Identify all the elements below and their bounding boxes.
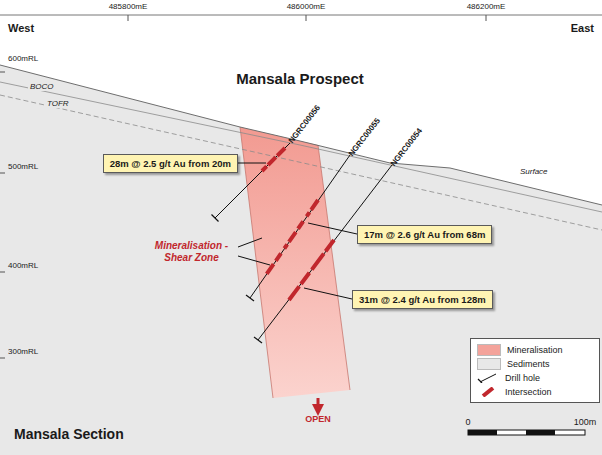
scale-label: 100m <box>574 417 597 427</box>
scale-segment <box>526 430 555 435</box>
hole-end-tick <box>246 295 254 301</box>
intercept-callout: 17m @ 2.6 g/t Au from 68m <box>357 225 492 244</box>
scale-label: 0 <box>465 417 470 427</box>
legend-symbol <box>477 387 499 397</box>
intersection <box>262 148 285 171</box>
legend-swatch <box>477 358 501 370</box>
callout-leader <box>304 288 352 299</box>
easting-tick <box>128 15 486 21</box>
grid-border <box>0 15 602 16</box>
legend-symbol <box>477 373 499 383</box>
compass-label: East <box>571 22 594 35</box>
label-leader <box>238 238 262 247</box>
scale-segment <box>468 430 497 435</box>
legend-row: Mineralisation <box>477 343 595 357</box>
easting-label: 486200mE <box>467 2 506 11</box>
horizon-label: TOFR <box>45 99 71 108</box>
legend-row: Sediments <box>477 357 595 371</box>
hole-end-tick <box>254 337 262 343</box>
legend-text: Intersection <box>505 387 552 397</box>
section-caption: Mansala Section <box>14 426 124 442</box>
shear-zone <box>240 127 350 398</box>
compass-label: West <box>8 22 34 35</box>
rl-tick <box>0 72 5 358</box>
horizon-label: BOCO <box>28 82 56 91</box>
legend-row: Drill hole <box>477 371 595 385</box>
diagram-title: Mansala Prospect <box>236 70 364 87</box>
drill-hole-symbol <box>480 374 496 382</box>
tofr-line <box>0 95 602 230</box>
rl-label: 500mRL <box>8 162 38 171</box>
hole-end-tick <box>478 379 482 383</box>
easting-label: 485800mE <box>109 2 148 11</box>
shear-zone-edge <box>240 127 350 398</box>
rl-label: 400mRL <box>8 261 38 270</box>
surface-label: Surface <box>520 167 548 176</box>
intersection <box>266 200 318 275</box>
intercept-callout: 31m @ 2.4 g/t Au from 128m <box>352 290 493 309</box>
hole-end-tick <box>212 215 219 222</box>
zone-label: Mineralisation - Shear Zone <box>149 240 234 263</box>
legend-text: Sediments <box>507 359 550 369</box>
callout-leader <box>238 163 266 164</box>
callout-leader <box>308 223 357 234</box>
boco-line <box>0 82 602 212</box>
label-leader <box>238 256 270 265</box>
legend-text: Drill hole <box>505 373 540 383</box>
callout-text: 17m @ 2.6 g/t Au from 68m <box>364 229 485 240</box>
intercept-callout: 28m @ 2.5 g/t Au from 20m <box>103 154 238 173</box>
scale-bar <box>468 430 585 435</box>
drill-hole <box>250 155 350 298</box>
drill-hole <box>258 165 392 340</box>
legend-text: Mineralisation <box>507 345 563 355</box>
rl-label: 300mRL <box>8 347 38 356</box>
surface-line <box>0 65 602 205</box>
legend-box: MineralisationSedimentsDrill holeInterse… <box>470 338 600 403</box>
intersection <box>289 240 334 300</box>
easting-label: 486000mE <box>287 2 326 11</box>
open-arrow <box>317 398 320 410</box>
legend-swatch <box>477 344 501 356</box>
sediment-fill <box>0 65 602 455</box>
callout-text: 28m @ 2.5 g/t Au from 20m <box>110 158 231 169</box>
intersection-symbol <box>483 388 493 396</box>
callout-text: 31m @ 2.4 g/t Au from 128m <box>359 294 486 305</box>
legend-row: Intersection <box>477 385 595 399</box>
open-label: OPEN <box>305 414 331 424</box>
rl-label: 600mRL <box>8 54 38 63</box>
